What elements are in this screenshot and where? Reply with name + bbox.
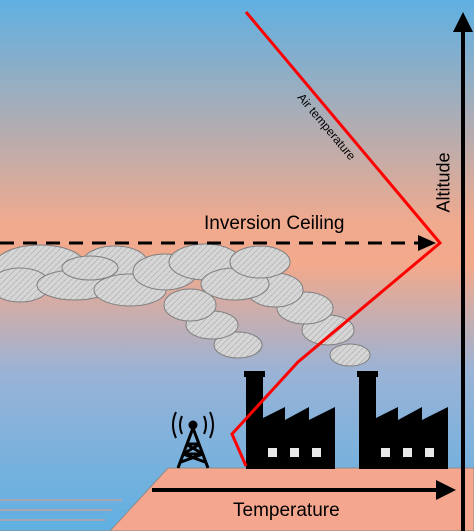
factory-windows <box>268 448 434 457</box>
inversion-ceiling-arrowhead <box>418 235 436 251</box>
smoke-plume-icon <box>0 243 371 367</box>
temperature-axis-label: Temperature <box>233 500 340 521</box>
radio-tower-icon <box>172 411 214 469</box>
altitude-axis-label: Altitude <box>433 152 454 213</box>
air-temperature-line <box>230 11 443 467</box>
altitude-axis-arrowhead <box>453 12 473 32</box>
inversion-ceiling-label: Inversion Ceiling <box>204 213 345 234</box>
ground-texture <box>0 499 122 521</box>
temperature-axis-arrowhead <box>436 480 456 500</box>
factory-icon <box>244 371 448 469</box>
